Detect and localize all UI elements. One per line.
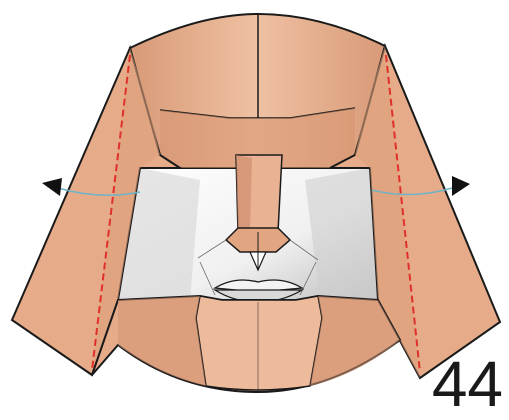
origami-diagram: 44	[0, 0, 509, 394]
origami-face-model	[0, 0, 509, 394]
chin-center	[196, 296, 322, 390]
step-number: 44	[432, 352, 503, 416]
nose-bridge-shade	[236, 155, 252, 232]
